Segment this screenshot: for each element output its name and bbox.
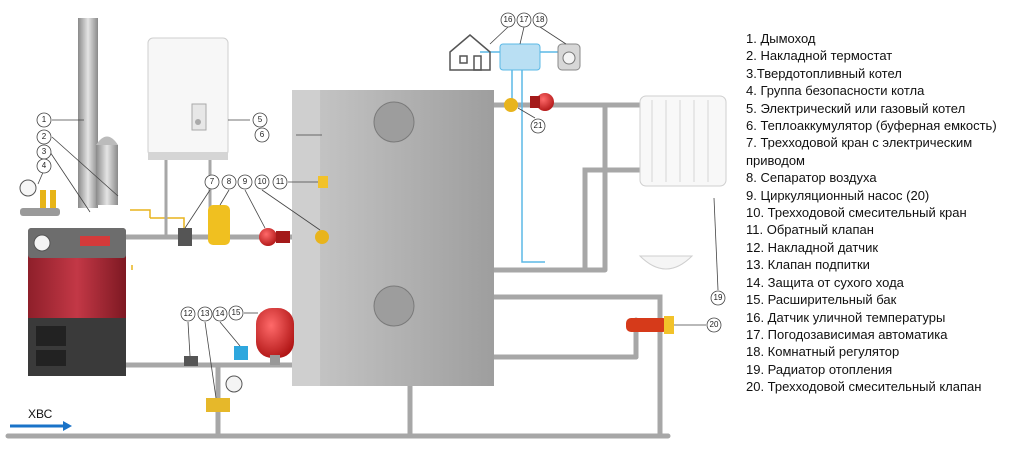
callout-15: 15	[228, 305, 244, 321]
svg-text:17: 17	[520, 15, 529, 24]
callout-12: 12	[180, 306, 196, 322]
air-separator	[208, 205, 230, 245]
callout-8: 8	[221, 174, 237, 190]
svg-text:11: 11	[276, 177, 285, 186]
legend-item-16: 16. Датчик уличной температуры	[746, 309, 946, 325]
solid-fuel-boiler	[28, 228, 126, 376]
legend-item-9: 9. Циркуляционный насос (20)	[746, 187, 930, 203]
legend-item-3: 3.Твердотопливный котел	[746, 65, 902, 81]
legend-item-12: 12. Накладной датчик	[746, 239, 879, 255]
cold-water-inlet: ХВС	[10, 407, 72, 431]
check-valve	[318, 176, 328, 188]
callout-14: 14	[212, 306, 228, 322]
svg-text:15: 15	[232, 308, 241, 317]
legend-item-19: 19. Радиатор отопления	[746, 361, 893, 377]
svg-text:13: 13	[201, 309, 210, 318]
three-way-mixing-valve	[315, 230, 329, 244]
svg-text:9: 9	[243, 177, 248, 186]
svg-text:12: 12	[184, 309, 193, 318]
legend-item-6: 6. Теплоаккумулятор (буферная емкость)	[746, 118, 997, 134]
callout-1: 1	[36, 112, 52, 128]
boiler-safety-group	[19, 179, 60, 216]
wash-basin	[638, 255, 694, 270]
dry-run-protection	[234, 346, 248, 360]
svg-text:10: 10	[258, 177, 267, 186]
callout-10: 10	[254, 174, 270, 190]
legend-item-17: 17. Погодозависимая автоматика	[746, 326, 948, 342]
callout-9: 9	[237, 174, 253, 190]
svg-text:21: 21	[534, 121, 543, 130]
svg-text:6: 6	[260, 130, 265, 139]
callout-19: 19	[710, 290, 726, 306]
svg-text:19: 19	[714, 293, 723, 302]
weather-automation	[499, 43, 541, 71]
svg-text:18: 18	[536, 15, 545, 24]
callouts	[37, 107, 719, 399]
legend-item-20: 20. Трехходовой смесительный клапан	[746, 379, 982, 395]
three-way-valve-actuated	[178, 228, 192, 246]
chimney	[78, 18, 118, 208]
callout-13: 13	[197, 306, 213, 322]
svg-text:16: 16	[504, 15, 513, 24]
room-controller	[557, 43, 581, 71]
legend-item-5: 5. Электрический или газовый котел	[746, 100, 966, 116]
radiator-pump	[530, 93, 554, 111]
callout-3: 3	[36, 144, 52, 160]
svg-text:2: 2	[42, 132, 47, 141]
callout-2: 2	[36, 129, 52, 145]
callout-20: 20	[706, 317, 722, 333]
svg-text:4: 4	[42, 161, 47, 170]
legend-list: 1. Дымоход 2. Накладной термостат 3.Твер…	[746, 30, 1022, 396]
callout-16: 16	[500, 12, 516, 28]
callout-6: 6	[254, 127, 270, 143]
radiator	[639, 95, 727, 187]
svg-text:1: 1	[42, 115, 47, 124]
legend-item-4: 4. Группа безопасности котла	[746, 83, 925, 99]
svg-text:8: 8	[227, 177, 232, 186]
legend-item-14: 14. Защита от сухого хода	[746, 274, 904, 290]
legend-item-13: 13. Клапан подпитки	[746, 257, 870, 273]
svg-text:3: 3	[42, 147, 47, 156]
legend-item-11: 11. Обратный клапан	[746, 222, 874, 238]
mixing-valve-21	[504, 98, 518, 112]
callout-leaders-top	[489, 26, 567, 45]
circulation-pump	[259, 228, 290, 246]
heating-schematic: ХВС 1 2 3 4 5 6 7 8 9 10 11 12 13	[5, 12, 727, 439]
make-up-valve	[206, 375, 243, 412]
svg-text:7: 7	[210, 177, 215, 186]
svg-text:5: 5	[258, 115, 263, 124]
callout-7: 7	[204, 174, 220, 190]
legend-item-1: 1. Дымоход	[746, 31, 816, 46]
callout-4: 4	[36, 158, 52, 174]
inlet-label: ХВС	[28, 407, 53, 421]
callout-17: 17	[516, 12, 532, 28]
electric-gas-boiler	[147, 37, 229, 237]
legend-item-2: 2. Накладной термостат	[746, 48, 893, 64]
legend-item-7: 7. Трехходовой кран с электрическим прив…	[746, 135, 973, 168]
legend-item-15: 15. Расширительный бак	[746, 292, 897, 308]
legend-item-18: 18. Комнатный регулятор	[746, 344, 900, 360]
callout-11: 11	[272, 174, 288, 190]
outdoor-sensor-house	[449, 34, 491, 71]
legend-item-8: 8. Сепаратор воздуха	[746, 170, 877, 186]
signal-wires	[130, 209, 185, 270]
control-wires	[480, 51, 560, 263]
svg-text:14: 14	[216, 309, 225, 318]
legend-item-10: 10. Трехходовой смесительный кран	[746, 205, 967, 221]
callout-21: 21	[530, 118, 546, 134]
callout-labels: 1 2 3 4 5 6 7 8 9 10 11 12 13 14 15 16 1…	[36, 12, 726, 333]
strap-sensor	[184, 356, 198, 366]
expansion-tank	[256, 308, 294, 365]
thermostatic-mixing-valve	[626, 316, 674, 334]
svg-text:20: 20	[710, 320, 719, 329]
callout-5: 5	[252, 112, 268, 128]
callout-18: 18	[532, 12, 548, 28]
